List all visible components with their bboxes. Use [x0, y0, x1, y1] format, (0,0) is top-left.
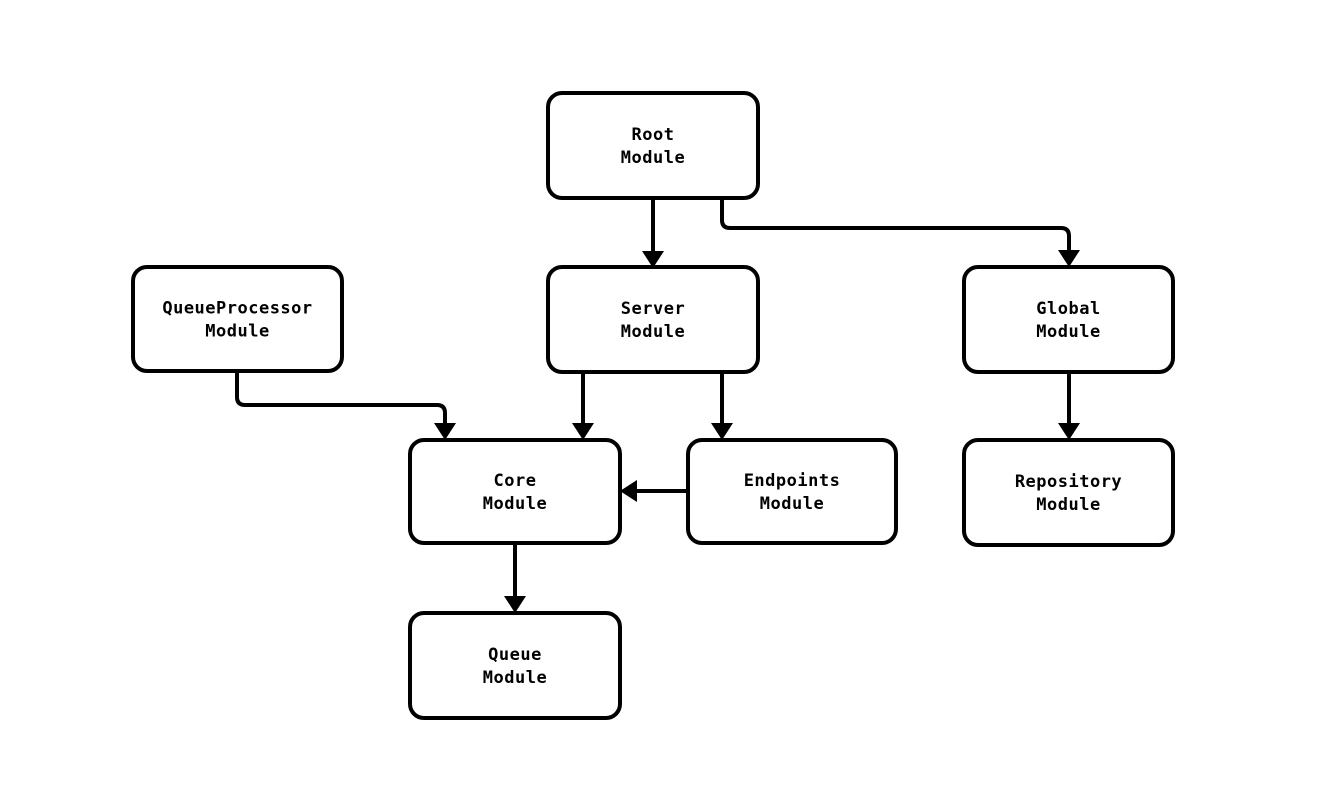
node-box[interactable]	[686, 438, 898, 545]
arrowhead-icon	[1058, 250, 1080, 267]
edge-endpoints-to-core	[620, 480, 688, 502]
node-label-name: QueueProcessor	[162, 299, 312, 319]
arrowhead-icon	[504, 596, 526, 613]
node-label-name: Endpoints	[744, 471, 841, 491]
node-label-name: Root	[632, 125, 675, 145]
node-box[interactable]	[408, 611, 622, 720]
node-label-name: Core	[494, 471, 537, 491]
edge-core-to-queue	[504, 543, 526, 613]
edge-server-to-core	[572, 372, 594, 440]
node-box[interactable]	[408, 438, 622, 545]
edge-root-to-server	[642, 198, 664, 268]
node-label-suffix: Module	[621, 322, 685, 342]
node-label-name: Queue	[488, 645, 542, 665]
arrowhead-icon	[711, 423, 733, 440]
edge-queueprocessor-to-core	[235, 371, 456, 440]
node-label-suffix: Module	[1036, 322, 1100, 342]
arrowhead-icon	[620, 480, 637, 502]
node-label-suffix: Module	[483, 494, 547, 514]
node-box[interactable]	[131, 265, 344, 373]
edge-server-to-endpoints	[711, 372, 733, 440]
node-box[interactable]	[546, 265, 760, 374]
node-label-suffix: Module	[205, 322, 269, 342]
node-label-suffix: Module	[1036, 495, 1100, 515]
node-label-suffix: Module	[760, 494, 824, 514]
edge-global-to-repository	[1058, 372, 1080, 440]
edges-layer	[235, 198, 1080, 613]
node-label-name: Repository	[1015, 472, 1122, 492]
edge-root-to-global	[720, 198, 1080, 267]
arrowhead-icon	[572, 423, 594, 440]
arrowhead-icon	[642, 251, 664, 268]
node-label-suffix: Module	[483, 668, 547, 688]
arrowhead-icon	[434, 423, 456, 440]
edge-line	[720, 198, 1071, 250]
nodes-layer: RootModuleQueueProcessorModuleServerModu…	[131, 91, 1175, 720]
node-label-suffix: Module	[621, 148, 685, 168]
node-label-name: Server	[621, 299, 685, 319]
node-box[interactable]	[962, 438, 1175, 547]
edge-line	[235, 371, 447, 423]
node-label-name: Global	[1036, 299, 1100, 319]
node-box[interactable]	[962, 265, 1175, 374]
arrowhead-icon	[1058, 423, 1080, 440]
node-box[interactable]	[546, 91, 760, 200]
